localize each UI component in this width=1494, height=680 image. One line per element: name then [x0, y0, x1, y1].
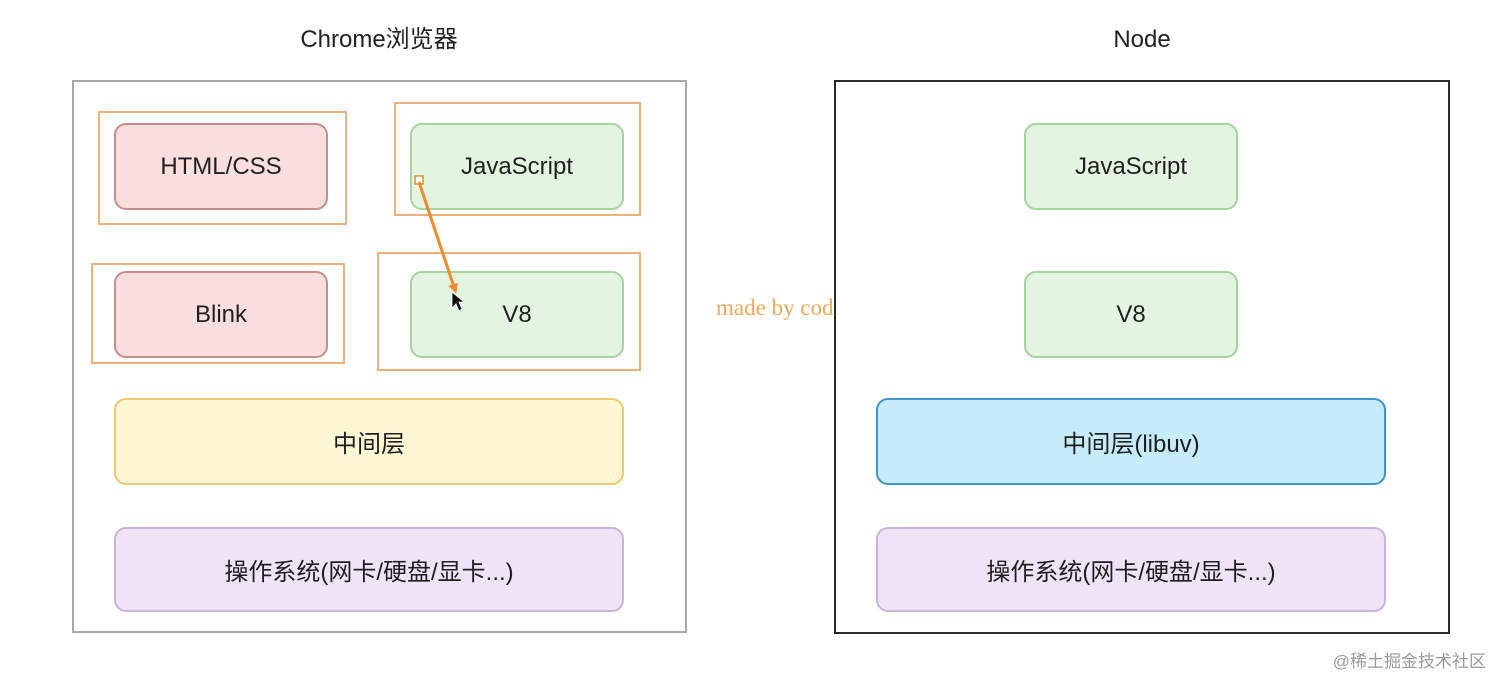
chrome-javascript-box: JavaScript — [410, 123, 624, 210]
html-css-highlight — [98, 111, 347, 225]
blink-highlight — [91, 263, 345, 364]
chrome-v8-label: V8 — [502, 300, 532, 328]
chrome-javascript-label: JavaScript — [460, 152, 574, 180]
chrome-html-css-label: HTML/CSS — [160, 152, 282, 180]
node-v8-label: V8 — [1116, 300, 1146, 328]
footer-credit: @稀土掘金技术社区 — [1332, 652, 1486, 671]
chrome-middle-layer-label: 中间层 — [333, 431, 405, 458]
chrome-blink-box: Blink — [114, 271, 328, 358]
node-v8-box: V8 — [1024, 271, 1238, 358]
node-middle-layer-label: 中间层(libuv) — [1062, 431, 1200, 458]
node-title: Node — [1113, 26, 1171, 53]
javascript-highlight — [394, 102, 641, 216]
node-javascript-label: JavaScript — [1074, 152, 1188, 180]
chrome-middle-layer-box: 中间层 — [114, 398, 624, 485]
node-os-label: 操作系统(网卡/硬盘/显卡...) — [986, 559, 1276, 586]
chrome-v8-box: V8 — [410, 271, 624, 358]
chrome-title: Chrome浏览器 — [300, 26, 458, 53]
chrome-html-css-box: HTML/CSS — [114, 123, 328, 210]
chrome-os-label: 操作系统(网卡/硬盘/显卡...) — [224, 559, 514, 586]
chrome-os-box: 操作系统(网卡/硬盘/显卡...) — [114, 527, 624, 612]
node-middle-layer-box: 中间层(libuv) — [876, 398, 1386, 485]
v8-highlight — [377, 252, 641, 371]
node-os-box: 操作系统(网卡/硬盘/显卡...) — [876, 527, 1386, 612]
chrome-blink-label: Blink — [194, 300, 248, 328]
node-javascript-box: JavaScript — [1024, 123, 1238, 210]
